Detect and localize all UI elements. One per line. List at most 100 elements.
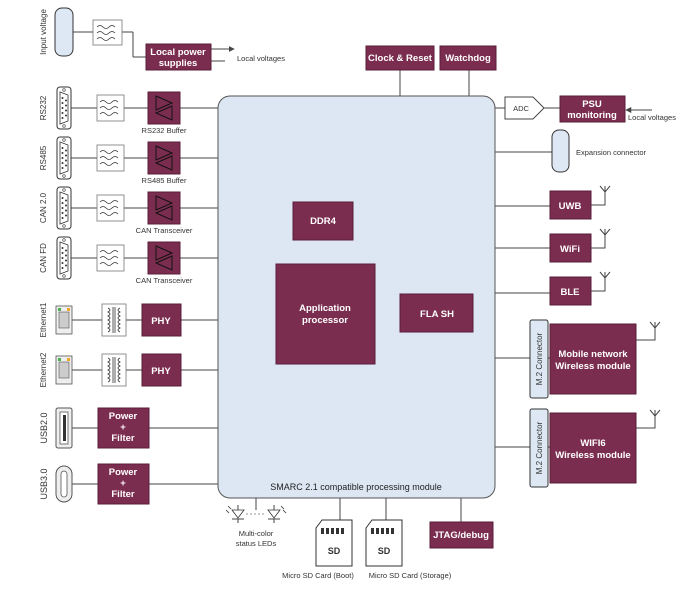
sd-storage-label: Micro SD Card (Storage) — [369, 571, 452, 580]
filter-icon — [96, 194, 125, 222]
svg-text:SD: SD — [328, 546, 341, 556]
m2-connector-2-label: M.2 Connector — [535, 421, 544, 474]
ble-label: BLE — [561, 287, 580, 298]
local-voltages-right-label: Local voltages — [628, 113, 676, 122]
power-filter-1-line3: Filter — [111, 433, 135, 444]
wifi6-line2: Wireless module — [555, 450, 630, 461]
uwb-block — [549, 190, 592, 220]
uwb-label: UWB — [559, 201, 582, 212]
watchdog-label: Watchdog — [445, 53, 491, 64]
db9-connector-icon — [56, 236, 72, 280]
rs232-buffer-block — [147, 91, 181, 125]
mobile-network-line2: Wireless module — [555, 361, 630, 372]
power-filter-2-line1: Power — [109, 467, 138, 478]
antenna-icon — [591, 185, 611, 292]
transformer-icon — [101, 303, 127, 337]
m2-connector-1 — [529, 319, 549, 399]
input-filter — [92, 19, 123, 46]
flash-label: FLA SH — [420, 309, 454, 320]
power-filter-2-line2: + — [120, 478, 126, 489]
adc-shape — [504, 96, 545, 120]
leds-line2: status LEDs — [236, 539, 277, 548]
antenna-icon — [636, 321, 661, 341]
psu-monitoring-line2: monitoring — [567, 110, 617, 121]
application-processor-line1: Application — [299, 303, 351, 314]
rs485-buffer-block — [147, 141, 181, 175]
mobile-network-line1: Mobile network — [558, 349, 628, 360]
mobile-network-block — [549, 323, 637, 395]
antenna-icon — [636, 409, 661, 429]
rs232-buffer-label: RS232 Buffer — [142, 126, 187, 135]
canfd-label: CAN FD — [39, 243, 48, 273]
usb-c-port-icon — [55, 465, 73, 503]
ddr4-block — [292, 201, 354, 241]
jtag-debug-label: JTAG/debug — [433, 530, 489, 541]
local-voltages-top-label: Local voltages — [237, 54, 285, 63]
canfd-buffer-block — [147, 241, 181, 275]
can20-buffer-block — [147, 191, 181, 225]
watchdog-block — [439, 45, 497, 71]
power-filter-2-block — [97, 463, 150, 505]
clock-reset-label: Clock & Reset — [368, 53, 433, 64]
power-filter-1-line2: + — [120, 422, 126, 433]
ethernet1-port-icon — [55, 305, 73, 335]
usb30-label: USB3.0 — [39, 468, 49, 499]
rs232-label: RS232 — [39, 95, 48, 120]
wifi6-block — [549, 412, 637, 484]
expansion-connector-shape — [551, 129, 570, 173]
wifi-block — [549, 233, 592, 263]
led-icon — [225, 505, 287, 523]
can-transceiver-1-label: CAN Transceiver — [136, 226, 193, 235]
leds-line1: Multi-color — [239, 529, 274, 538]
smarc-module-label: SMARC 2.1 compatible processing module — [270, 482, 442, 492]
can-transceiver-2-label: CAN Transceiver — [136, 276, 193, 285]
psu-monitoring-line1: PSU — [582, 99, 602, 110]
power-filter-1-line1: Power — [109, 411, 138, 422]
application-processor-block — [275, 263, 376, 365]
adc-label: ADC — [513, 104, 529, 113]
db9-connector-icon — [56, 186, 72, 230]
local-power-supplies-line2: supplies — [159, 58, 198, 69]
psu-monitoring-block — [559, 95, 626, 123]
filter-icon — [96, 244, 125, 272]
local-power-supplies-line1: Local power — [150, 47, 206, 58]
m2-connector-2 — [529, 408, 549, 488]
local-power-supplies-block — [145, 43, 212, 71]
rs485-buffer-label: RS485 Buffer — [142, 176, 187, 185]
clock-reset-block — [365, 45, 435, 71]
db9-connector-icon — [56, 136, 72, 180]
rs485-label: RS485 — [39, 145, 48, 170]
sd-card-icon: SD — [365, 519, 403, 567]
filter-icon — [96, 144, 125, 172]
phy2-block — [141, 353, 182, 387]
usb-a-port-icon — [55, 407, 73, 449]
expansion-connector-label: Expansion connector — [576, 148, 647, 157]
power-filter-1-block — [97, 407, 150, 449]
ethernet2-label: Ethernet2 — [39, 352, 48, 387]
phy1-label: PHY — [151, 316, 171, 327]
power-filter-2-line3: Filter — [111, 489, 135, 500]
filter-icon — [96, 94, 125, 122]
input-voltage-connector — [54, 7, 74, 57]
can20-label: CAN 2.0 — [39, 192, 48, 223]
db9-connector-icon — [56, 86, 72, 130]
connection-lines — [71, 31, 652, 522]
transformer-icon — [101, 353, 127, 387]
ethernet2-port-icon — [55, 355, 73, 385]
phy2-label: PHY — [151, 366, 171, 377]
phy1-block — [141, 303, 182, 337]
usb20-label: USB2.0 — [39, 412, 49, 443]
wifi6-line1: WIFI6 — [580, 438, 605, 449]
m2-connector-1-label: M.2 Connector — [535, 332, 544, 385]
ble-block — [549, 276, 592, 306]
ethernet1-label: Ethernet1 — [39, 302, 48, 337]
sd-card-icon: SD — [315, 519, 353, 567]
sd-boot-label: Micro SD Card (Boot) — [282, 571, 354, 580]
flash-block — [399, 293, 474, 333]
input-voltage-label: Input voltage — [39, 9, 48, 55]
application-processor-line2: processor — [302, 315, 348, 326]
jtag-debug-block — [429, 521, 494, 549]
svg-text:SD: SD — [378, 546, 391, 556]
wifi-label: WiFi — [560, 244, 580, 255]
